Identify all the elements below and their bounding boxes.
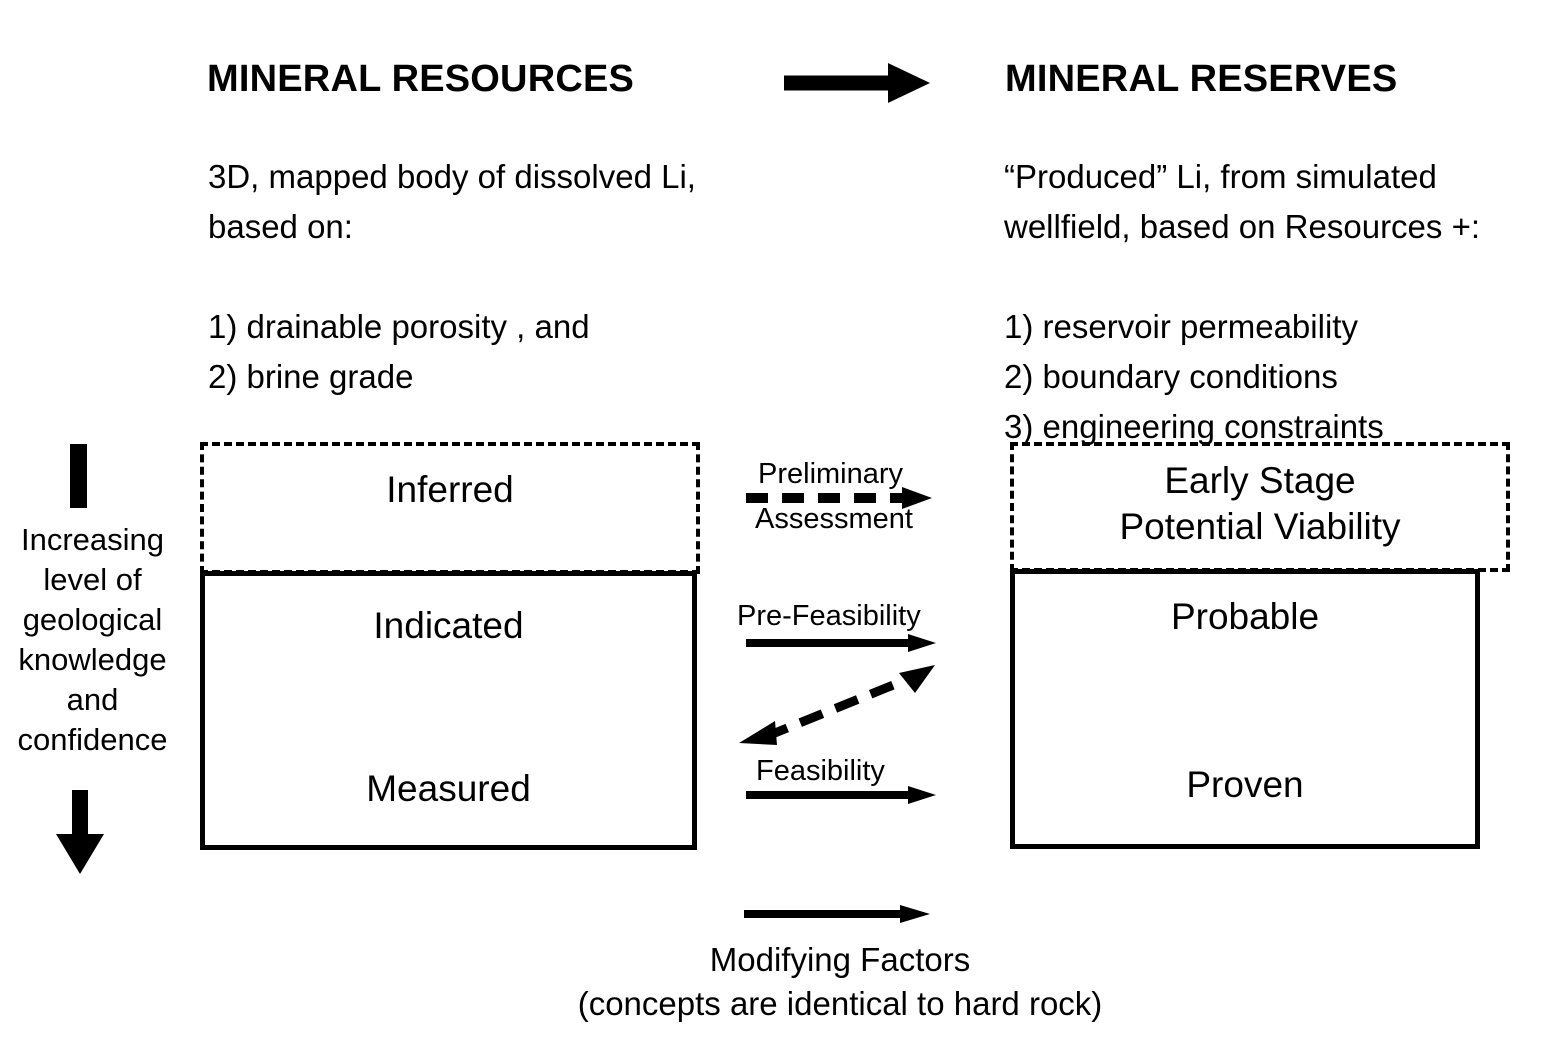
modifying-factors-caption: Modifying Factors (concepts are identica… xyxy=(577,941,1103,1022)
box-measured-label: Measured xyxy=(366,768,531,809)
header-mineral-reserves: MINERAL RESERVES xyxy=(1005,58,1398,100)
resources-intro-text: 3D, mapped body of dissolved Li, based o… xyxy=(208,158,696,245)
box-proven-label: Proven xyxy=(1186,764,1304,805)
reserves-criteria-list: 1) reservoir permeability 2) boundary co… xyxy=(1004,308,1384,445)
box-probable-label: Probable xyxy=(1170,596,1320,637)
iterative-feedback-arrow xyxy=(735,655,945,755)
feasibility-arrow xyxy=(742,782,942,808)
reserves-intro-text: “Produced” Li, from simulated wellfield,… xyxy=(1004,158,1481,245)
pre-feasibility-label: Pre-Feasibility xyxy=(737,600,921,632)
box-probable-proven[interactable]: Probable Proven xyxy=(1010,569,1480,849)
resources-to-reserves-arrow xyxy=(780,55,940,111)
box-indicated-label: Indicated xyxy=(373,605,524,646)
header-mineral-resources: MINERAL RESOURCES xyxy=(207,58,635,100)
box-indicated-measured[interactable]: Indicated Measured xyxy=(200,571,697,850)
modifying-factors-arrow xyxy=(740,900,940,928)
confidence-axis-label: Increasing level of geological knowledge… xyxy=(17,522,168,757)
resources-criteria-list: 1) drainable porosity , and 2) brine gra… xyxy=(208,308,590,395)
box-inferred-label: Inferred xyxy=(386,469,514,510)
feasibility-label: Feasibility xyxy=(756,755,885,787)
preliminary-assessment-arrow xyxy=(742,482,942,514)
confidence-axis-down-arrow xyxy=(48,788,112,878)
box-early-stage-potential-viability[interactable]: Early Stage Potential Viability xyxy=(1010,442,1510,572)
box-early-stage-label: Early Stage Potential Viability xyxy=(1119,460,1401,547)
preliminary-assessment-label-line2: Assessment xyxy=(755,503,913,535)
confidence-axis-top-bar xyxy=(56,440,102,512)
pre-feasibility-arrow xyxy=(742,630,942,656)
preliminary-assessment-label-line1: Preliminary xyxy=(758,458,904,490)
box-inferred[interactable]: Inferred xyxy=(200,442,700,574)
